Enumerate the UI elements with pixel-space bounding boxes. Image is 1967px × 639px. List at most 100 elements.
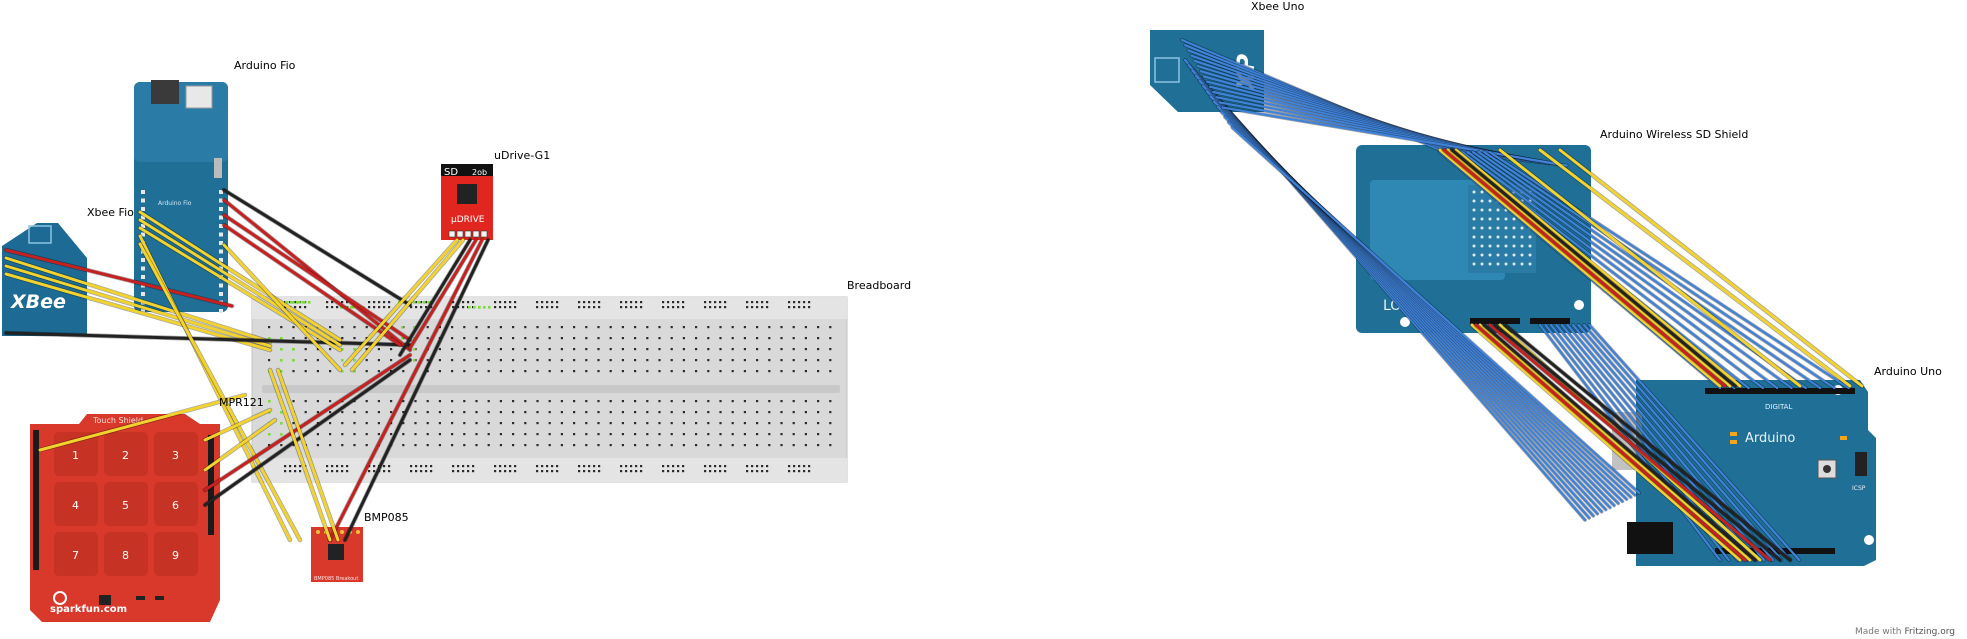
wire — [1477, 150, 1822, 390]
wire — [343, 238, 459, 367]
wire — [1482, 150, 1836, 390]
wire — [1438, 148, 1722, 388]
arduino-fio-board[interactable]: Arduino Fio — [134, 80, 228, 313]
wire — [1231, 126, 1641, 495]
wire — [328, 238, 484, 542]
label-bmp085: BMP085 — [364, 511, 409, 524]
wire — [138, 210, 342, 342]
touch-shield-mpr121[interactable]: Touch Shield 1 2 3 4 5 6 7 8 9 sparkfun.com — [30, 414, 220, 622]
wire — [1466, 150, 1793, 390]
touch-key — [104, 432, 148, 476]
wire — [1442, 148, 1727, 388]
udrive-sd-label: SD — [444, 167, 458, 178]
wire — [276, 368, 340, 542]
wire — [38, 393, 247, 452]
wire — [1503, 323, 1792, 562]
touch-key-number: 1 — [72, 449, 79, 462]
wire — [203, 408, 272, 442]
right-circuit-wires[interactable] — [1180, 38, 1865, 563]
wire — [138, 242, 302, 542]
breadboard[interactable] — [251, 296, 848, 483]
uno-digital-label: DIGITAL — [1765, 403, 1792, 411]
touch-key — [104, 532, 148, 576]
wire — [1482, 323, 1757, 562]
xbee-logo-text: XBee — [10, 291, 66, 313]
udrive-top-label: 2ob — [472, 168, 487, 177]
wire — [350, 238, 465, 372]
touch-key-number: 6 — [172, 499, 179, 512]
wire — [138, 234, 292, 542]
wire — [4, 248, 234, 308]
label-arduino-fio: Arduino Fio — [234, 59, 296, 72]
wire — [222, 243, 342, 372]
label-xbee-fio: Xbee Fio — [87, 206, 134, 219]
wire — [268, 368, 332, 542]
label-breadboard: Breadboard — [847, 279, 912, 292]
bmp085-breakout[interactable]: BMP085 Breakout — [311, 527, 363, 582]
wire — [203, 353, 412, 492]
touch-shield-title: Touch Shield — [92, 416, 143, 425]
touch-key — [154, 482, 198, 526]
wire — [398, 238, 472, 357]
touch-key — [54, 532, 98, 576]
wire — [1571, 323, 1774, 562]
breadboard-holes — [268, 301, 832, 473]
touch-key — [154, 532, 198, 576]
wire — [1558, 148, 1864, 388]
wire — [1460, 150, 1779, 390]
wire — [1450, 148, 1737, 388]
uno-brand-text: Arduino — [1745, 431, 1795, 446]
wire — [1498, 148, 1802, 388]
wire — [1470, 323, 1742, 562]
touch-key-number: 5 — [122, 499, 129, 512]
wire — [222, 223, 402, 347]
wire — [138, 218, 342, 347]
wire — [343, 238, 490, 542]
wire — [4, 272, 272, 352]
udrive-g1-module[interactable]: SD 2ob μDRIVE — [441, 164, 493, 240]
footer-brand: Fritzing.org — [1904, 627, 1956, 637]
touch-key-number: 8 — [122, 549, 129, 562]
wire — [4, 264, 272, 348]
uno-icsp-label: ICSP — [1852, 485, 1866, 492]
wire — [222, 188, 412, 307]
left-circuit-wires[interactable] — [3, 187, 491, 543]
label-arduino-uno: Arduino Uno — [1874, 365, 1942, 378]
touch-key-number: 4 — [72, 499, 79, 512]
wire — [203, 358, 412, 507]
wire — [1538, 148, 1852, 388]
fio-board-name: Arduino Fio — [158, 200, 192, 207]
wire — [138, 226, 342, 352]
touch-key — [154, 432, 198, 476]
bmp085-caption: BMP085 Breakout — [314, 576, 358, 582]
wire — [1488, 150, 1850, 390]
touch-key-number: 3 — [172, 449, 179, 462]
footer-made-with: Made with — [1855, 627, 1902, 637]
wire — [1454, 148, 1742, 388]
wire — [1474, 323, 1747, 562]
touch-key — [104, 482, 148, 526]
label-mpr121: MPR121 — [219, 396, 264, 409]
udrive-brand: μDRIVE — [451, 215, 485, 225]
label-wireless-sd-shield: Arduino Wireless SD Shield — [1600, 128, 1749, 141]
wire — [1446, 148, 1732, 388]
wire — [1438, 150, 1722, 390]
wire — [408, 238, 478, 350]
sparkfun-logo-text: sparkfun.com — [50, 604, 127, 615]
xbee-fio-module[interactable]: XBee — [2, 223, 87, 336]
touch-key — [54, 482, 98, 526]
wire — [203, 418, 277, 472]
touch-key-number: 9 — [172, 549, 179, 562]
touch-keypad: 1 2 3 4 5 6 7 8 9 — [54, 432, 198, 576]
wire — [4, 331, 412, 347]
wire — [1582, 323, 1792, 562]
wire — [1478, 323, 1752, 562]
wire — [1577, 323, 1783, 562]
wire — [222, 213, 412, 342]
touch-key-number: 2 — [122, 449, 129, 462]
wire — [1493, 323, 1782, 562]
touch-key-number: 7 — [72, 549, 79, 562]
label-xbee-uno: Xbee Uno — [1251, 0, 1305, 13]
